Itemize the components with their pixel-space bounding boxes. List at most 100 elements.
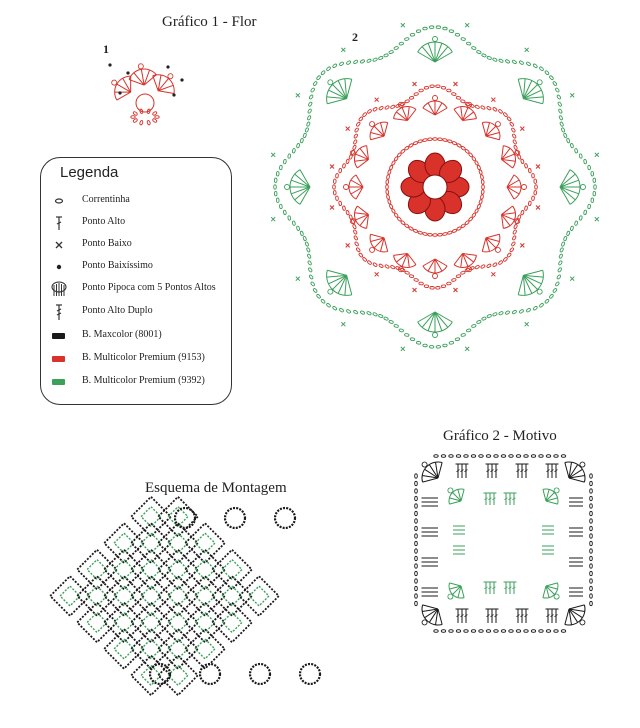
single-crochet-stitch xyxy=(569,92,575,98)
legend-label: Ponto Baixo xyxy=(82,238,132,249)
fan-arc xyxy=(482,234,501,253)
treble-crochet-icon xyxy=(56,304,62,320)
chain-stitch xyxy=(498,311,504,316)
stitch-post xyxy=(437,462,443,479)
chain-stitch xyxy=(454,337,461,342)
motif-tile xyxy=(102,601,146,644)
chain-stitch xyxy=(332,184,336,190)
chain-stitch xyxy=(385,179,390,185)
chain-stitch xyxy=(306,121,311,127)
chain-stitch xyxy=(447,139,453,144)
chain-stitch xyxy=(414,473,418,479)
chain-stitch xyxy=(309,274,314,280)
stitch-post xyxy=(452,585,462,595)
picot xyxy=(111,79,118,86)
picot xyxy=(421,619,428,626)
motif-tile xyxy=(129,522,173,565)
chain-stitch xyxy=(414,555,418,562)
stitch-post xyxy=(435,608,439,625)
motif-tile xyxy=(129,627,173,670)
stitch-post xyxy=(373,237,385,249)
picot xyxy=(580,184,586,190)
chain-stitch xyxy=(366,58,372,63)
chain-stitch xyxy=(279,203,283,210)
chain-stitch xyxy=(492,107,498,112)
chain-stitch xyxy=(429,345,435,349)
chain-stitch xyxy=(415,341,422,345)
picot xyxy=(514,149,521,156)
stitch-post xyxy=(485,237,500,243)
stitch-post xyxy=(501,145,504,160)
chain-stitch xyxy=(492,312,498,317)
stitch-post xyxy=(568,604,585,610)
chain-stitch xyxy=(460,37,466,41)
single-crochet-stitch xyxy=(374,271,380,277)
chain-stitch xyxy=(383,316,389,321)
stitch-post xyxy=(140,69,145,86)
tile-border xyxy=(156,601,200,644)
chain-stitch xyxy=(451,141,458,146)
fan-arc xyxy=(482,121,501,140)
stitch-post xyxy=(434,258,443,272)
chain-stitch xyxy=(446,281,452,286)
chain-stitch xyxy=(367,109,372,114)
chain-stitch xyxy=(130,115,136,119)
shell-fan xyxy=(453,253,477,273)
chain-stitch xyxy=(378,263,384,268)
stitch-post xyxy=(545,492,555,502)
chain-stitch xyxy=(480,179,485,185)
chain-stitch xyxy=(388,50,394,54)
chain-stitch xyxy=(526,308,531,313)
chain-stitch xyxy=(480,194,484,200)
chain-stitch xyxy=(520,210,525,216)
stitch-post xyxy=(437,608,443,625)
chain-stitch xyxy=(414,503,418,509)
stitch-post xyxy=(462,107,469,121)
stitch-post xyxy=(396,253,408,263)
chain-stitch xyxy=(590,171,595,177)
chain-stitch xyxy=(152,111,158,116)
fan-arc xyxy=(152,74,175,94)
motif-tile xyxy=(75,548,119,591)
chain-stitch xyxy=(589,548,593,554)
chain-stitch xyxy=(455,454,462,458)
picot xyxy=(466,101,473,108)
stitch-post xyxy=(114,91,131,93)
chain-stitch xyxy=(372,262,378,267)
chain-stitch xyxy=(532,63,538,68)
picot xyxy=(447,487,454,494)
tile-border xyxy=(183,627,227,670)
stitch-post xyxy=(379,122,385,137)
fan-arc xyxy=(421,461,443,483)
shell-fan xyxy=(517,269,544,296)
chain-stitch xyxy=(454,32,461,37)
stitch-bar xyxy=(520,614,524,618)
picot xyxy=(397,101,404,108)
red-swatch-icon xyxy=(52,356,65,362)
picot xyxy=(447,593,454,600)
stitch-post xyxy=(407,109,417,121)
chain-stitch xyxy=(466,328,472,333)
stitch-bar xyxy=(486,469,490,473)
chain-stitch xyxy=(476,164,481,171)
single-crochet-stitch xyxy=(412,81,417,87)
chain-stitch xyxy=(389,164,394,171)
stitch-post xyxy=(460,106,464,121)
chain-stitch xyxy=(326,66,331,71)
shell-fan xyxy=(564,461,586,483)
chain-stitch xyxy=(354,241,359,247)
chain-stitch xyxy=(589,585,593,592)
stitch-post xyxy=(559,186,579,195)
chain-stitch xyxy=(460,333,466,337)
tile-border xyxy=(75,548,119,591)
tile-border xyxy=(102,522,146,565)
chain-stitch xyxy=(435,286,441,290)
chain-stitch xyxy=(526,61,531,66)
black-swatch-icon xyxy=(52,333,65,339)
chain-stitch xyxy=(154,115,160,119)
stitch-post xyxy=(434,102,443,116)
chain-stitch xyxy=(480,264,486,269)
chain-stitch xyxy=(589,495,593,502)
stitch-post xyxy=(523,84,538,99)
shell-fan xyxy=(417,311,453,338)
